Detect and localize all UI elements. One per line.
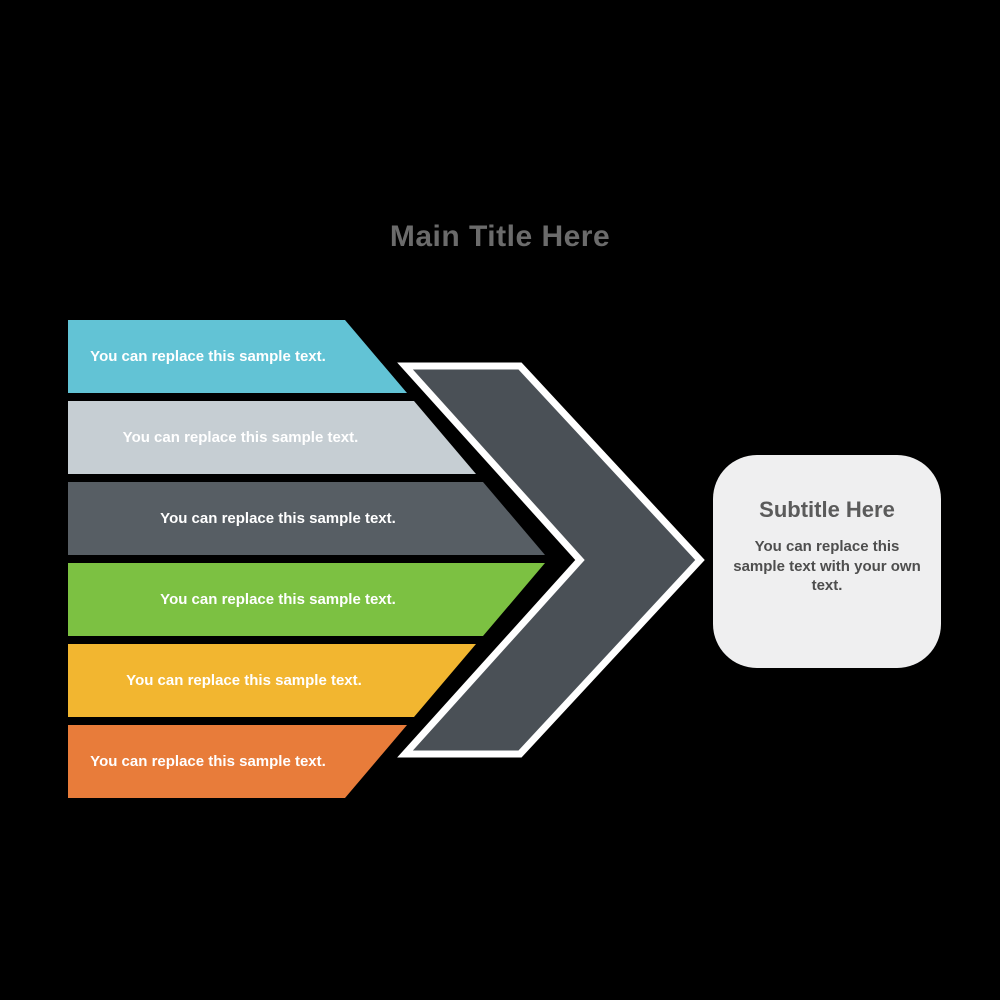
process-bar-6-shape <box>68 725 407 798</box>
process-bar-4-shape <box>68 563 545 636</box>
subtitle-body: You can replace this sample text with yo… <box>733 538 921 594</box>
process-bar-3-shape <box>68 482 545 555</box>
main-title: Main Title Here <box>389 220 611 253</box>
chevron-arrow-shape <box>397 362 705 758</box>
subtitle-title: Subtitle Here <box>759 497 895 522</box>
process-bar-1-shape <box>68 320 407 393</box>
process-bar-2-shape <box>68 401 476 474</box>
process-bar-5-shape <box>68 644 476 717</box>
subtitle-callout-card: Subtitle Here You can replace this sampl… <box>713 455 941 668</box>
